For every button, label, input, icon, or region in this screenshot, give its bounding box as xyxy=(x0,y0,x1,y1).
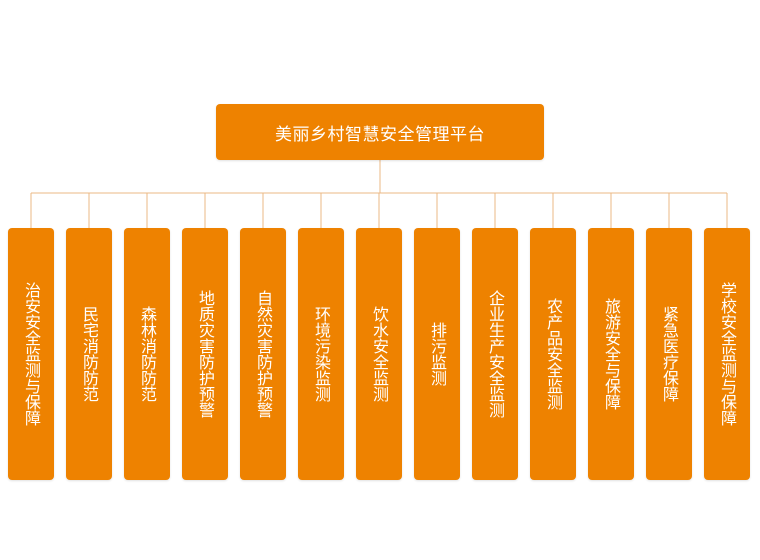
child-node-label: 旅游安全与保障 xyxy=(602,298,621,410)
child-node: 自然灾害防护预警 xyxy=(240,228,286,480)
root-node: 美丽乡村智慧安全管理平台 xyxy=(216,104,544,160)
child-node: 旅游安全与保障 xyxy=(588,228,634,480)
child-node-label: 企业生产安全监测 xyxy=(486,290,505,418)
child-node: 民宅消防防范 xyxy=(66,228,112,480)
child-node-label: 环境污染监测 xyxy=(312,306,331,402)
child-node: 排污监测 xyxy=(414,228,460,480)
child-node-label: 自然灾害防护预警 xyxy=(254,290,273,418)
child-node: 治安安全监测与保障 xyxy=(8,228,54,480)
child-node-label: 地质灾害防护预警 xyxy=(196,290,215,418)
child-node-label: 民宅消防防范 xyxy=(80,306,99,402)
child-node-label: 农产品安全监测 xyxy=(544,298,563,410)
child-node: 森林消防防范 xyxy=(124,228,170,480)
child-node-label: 排污监测 xyxy=(428,322,447,386)
child-node: 农产品安全监测 xyxy=(530,228,576,480)
child-node-label: 饮水安全监测 xyxy=(370,306,389,402)
child-node-label: 紧急医疗保障 xyxy=(660,306,679,402)
child-node-label: 森林消防防范 xyxy=(138,306,157,402)
child-node-label: 治安安全监测与保障 xyxy=(22,282,41,426)
child-node: 饮水安全监测 xyxy=(356,228,402,480)
child-node: 企业生产安全监测 xyxy=(472,228,518,480)
child-node-label: 学校安全监测与保障 xyxy=(718,282,737,426)
child-node: 紧急医疗保障 xyxy=(646,228,692,480)
child-node: 学校安全监测与保障 xyxy=(704,228,750,480)
child-node: 地质灾害防护预警 xyxy=(182,228,228,480)
root-node-label: 美丽乡村智慧安全管理平台 xyxy=(275,124,485,145)
child-node: 环境污染监测 xyxy=(298,228,344,480)
